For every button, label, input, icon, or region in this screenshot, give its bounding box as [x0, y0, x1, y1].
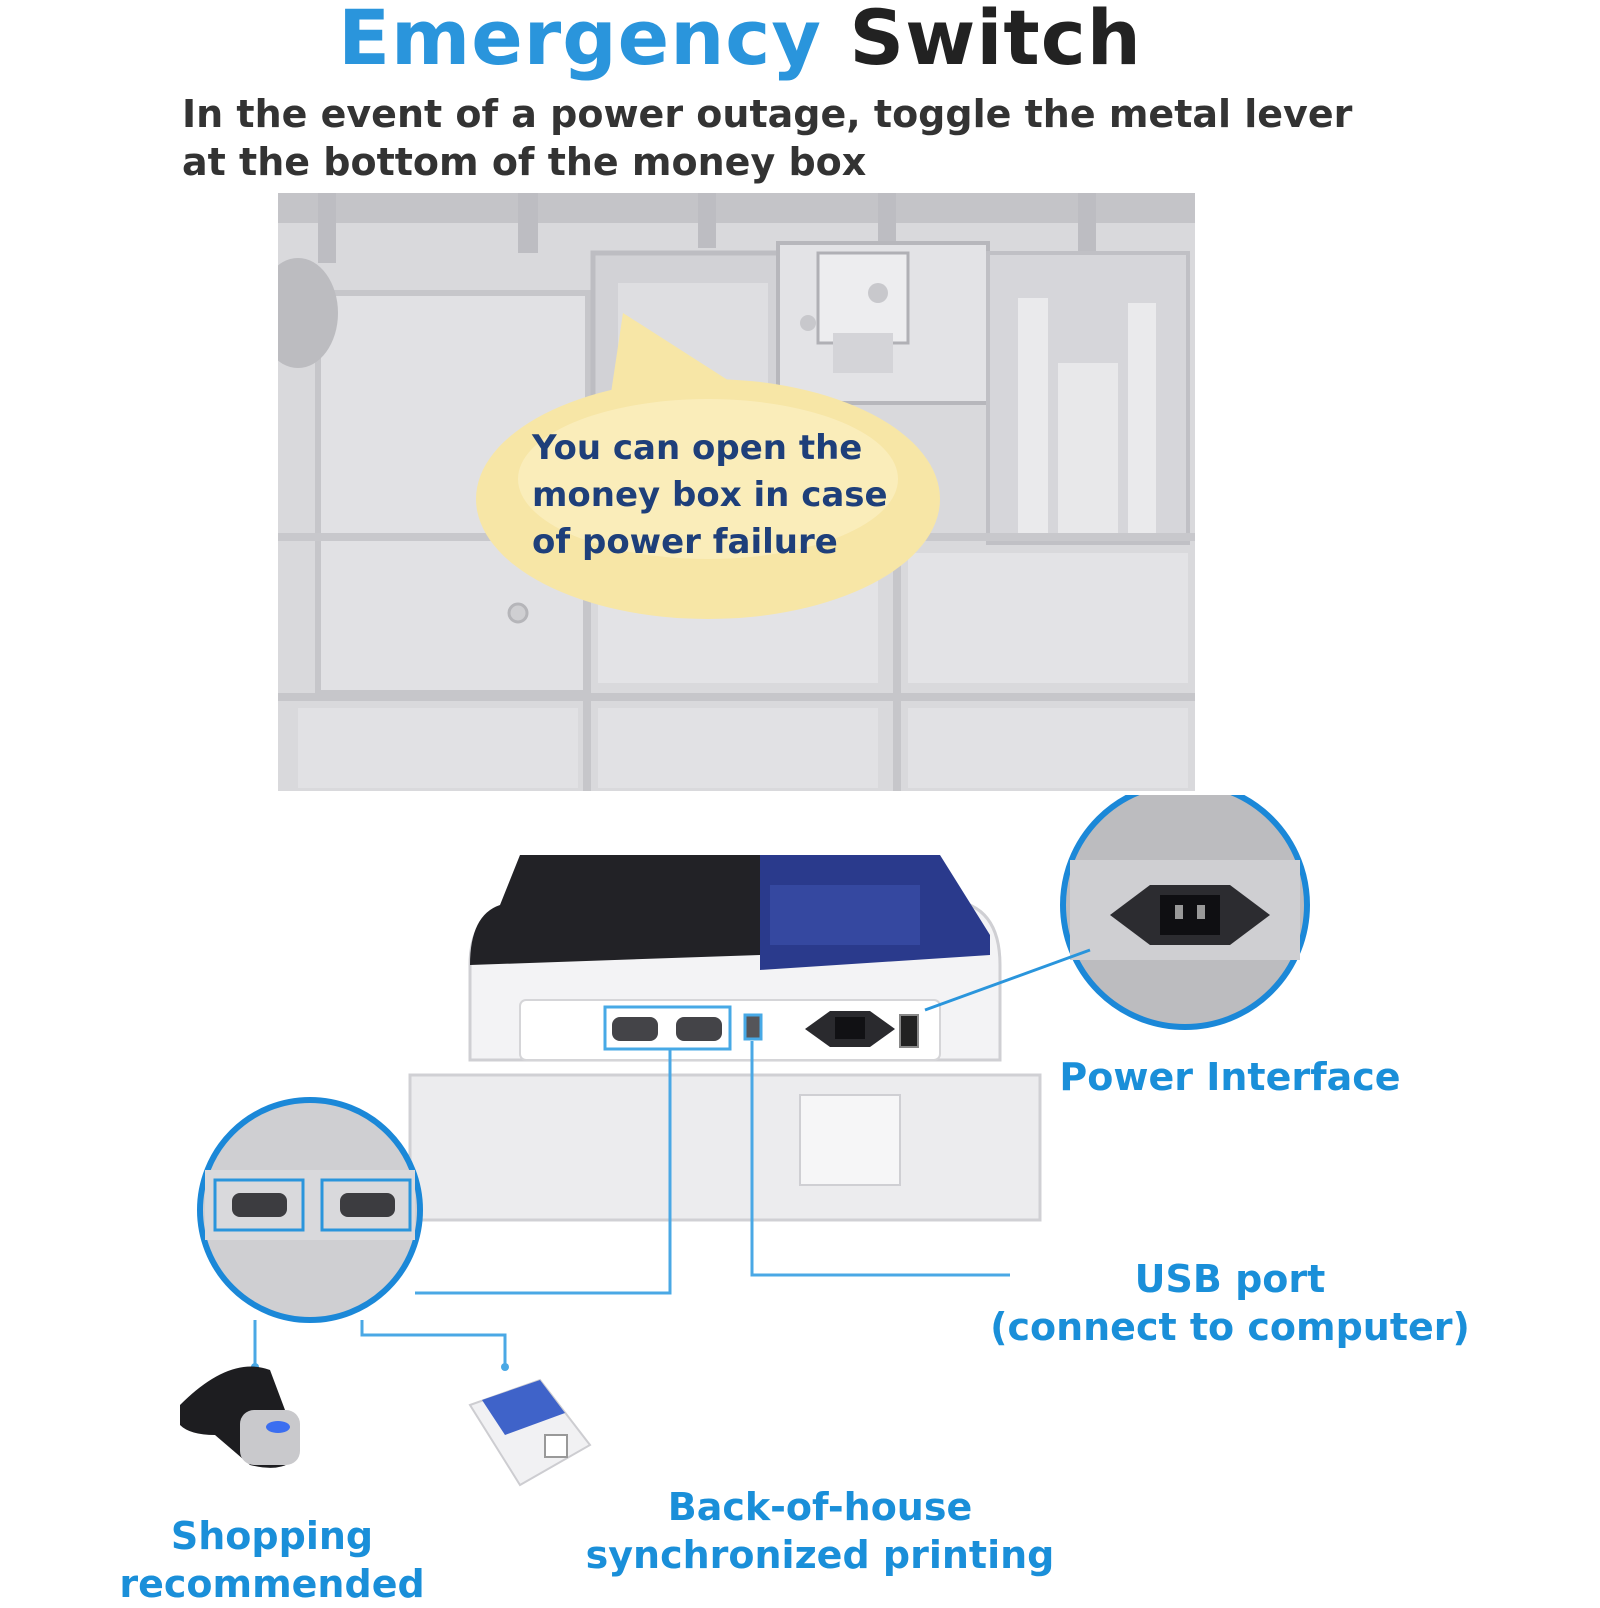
- callout-line-1: You can open the: [532, 428, 863, 468]
- callout-line-2: money box in case: [532, 475, 888, 515]
- title-switch: Switch: [849, 0, 1142, 82]
- label-back-of-house: Back-of-house synchronized printing: [570, 1483, 1070, 1579]
- serial-port-icon: [612, 1017, 722, 1041]
- callout-line-3: of power failure: [532, 522, 838, 562]
- label-shopping-line-1: Shopping: [170, 1514, 374, 1558]
- label-usb-port: USB port (connect to computer): [970, 1255, 1490, 1351]
- callout-text: You can open the money box in case of po…: [532, 425, 952, 566]
- cash-drawer-photo: [278, 193, 1195, 791]
- label-usb-line-2: (connect to computer): [990, 1305, 1470, 1349]
- label-print-line-1: Back-of-house: [667, 1485, 973, 1529]
- label-usb-line-1: USB port: [1134, 1257, 1326, 1301]
- title-emergency: Emergency: [338, 0, 822, 82]
- thermal-printer-icon: [468, 1378, 592, 1487]
- label-print-line-2: synchronized printing: [585, 1533, 1055, 1577]
- subtitle: In the event of a power outage, toggle t…: [182, 92, 1353, 184]
- label-shopping-line-2: recommended: [119, 1562, 425, 1606]
- ports-diagram: [180, 795, 1310, 1487]
- page-title: Emergency Switch: [0, 0, 1480, 76]
- barcode-scanner-icon: [180, 1366, 300, 1468]
- label-shopping: Shopping recommended: [92, 1512, 452, 1608]
- label-power-interface: Power Interface: [1059, 1055, 1401, 1099]
- power-socket-icon: [805, 1011, 919, 1048]
